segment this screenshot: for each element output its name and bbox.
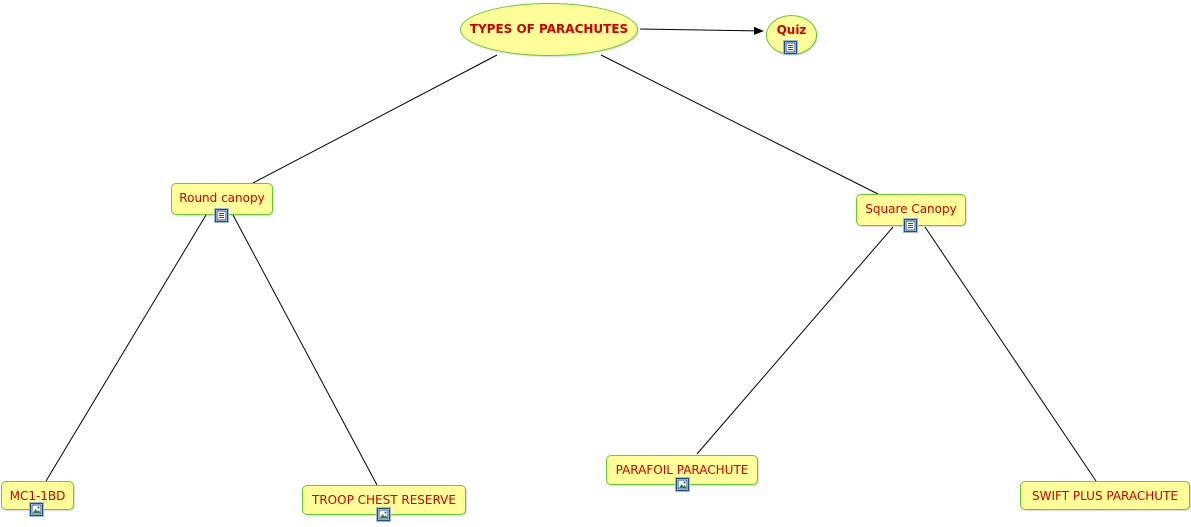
image-icon[interactable] xyxy=(30,503,43,516)
link-root-quiz xyxy=(639,26,764,35)
node-label: TYPES OF PARACHUTES xyxy=(469,22,629,36)
link-root-round xyxy=(252,54,498,184)
node-mc1-1bd[interactable]: MC1-1BD xyxy=(1,481,74,510)
link-round-mc1 xyxy=(45,214,207,482)
node-label: TROOP CHEST RESERVE xyxy=(312,493,456,507)
image-icon[interactable] xyxy=(676,478,689,491)
link-square-swift xyxy=(924,226,1097,482)
node-label: MC1-1BD xyxy=(9,489,66,503)
document-icon[interactable] xyxy=(215,209,228,222)
node-label: SWIFT PLUS PARACHUTE xyxy=(1031,489,1179,503)
node-troop-chest-reserve[interactable]: TROOP CHEST RESERVE xyxy=(302,485,466,515)
link-round-troop xyxy=(232,214,378,486)
node-label: Quiz xyxy=(776,23,807,37)
link-square-parafoil xyxy=(696,226,894,455)
document-icon[interactable] xyxy=(784,41,797,54)
node-label: Round canopy xyxy=(179,191,265,205)
image-icon[interactable] xyxy=(377,508,390,521)
node-label: PARAFOIL PARACHUTE xyxy=(615,463,749,477)
link-root-square xyxy=(600,54,879,195)
document-icon[interactable] xyxy=(904,219,917,232)
node-label: Square Canopy xyxy=(865,202,957,216)
node-types-of-parachutes[interactable]: TYPES OF PARACHUTES xyxy=(460,3,638,56)
node-swift-plus-parachute[interactable]: SWIFT PLUS PARACHUTE xyxy=(1020,481,1190,510)
